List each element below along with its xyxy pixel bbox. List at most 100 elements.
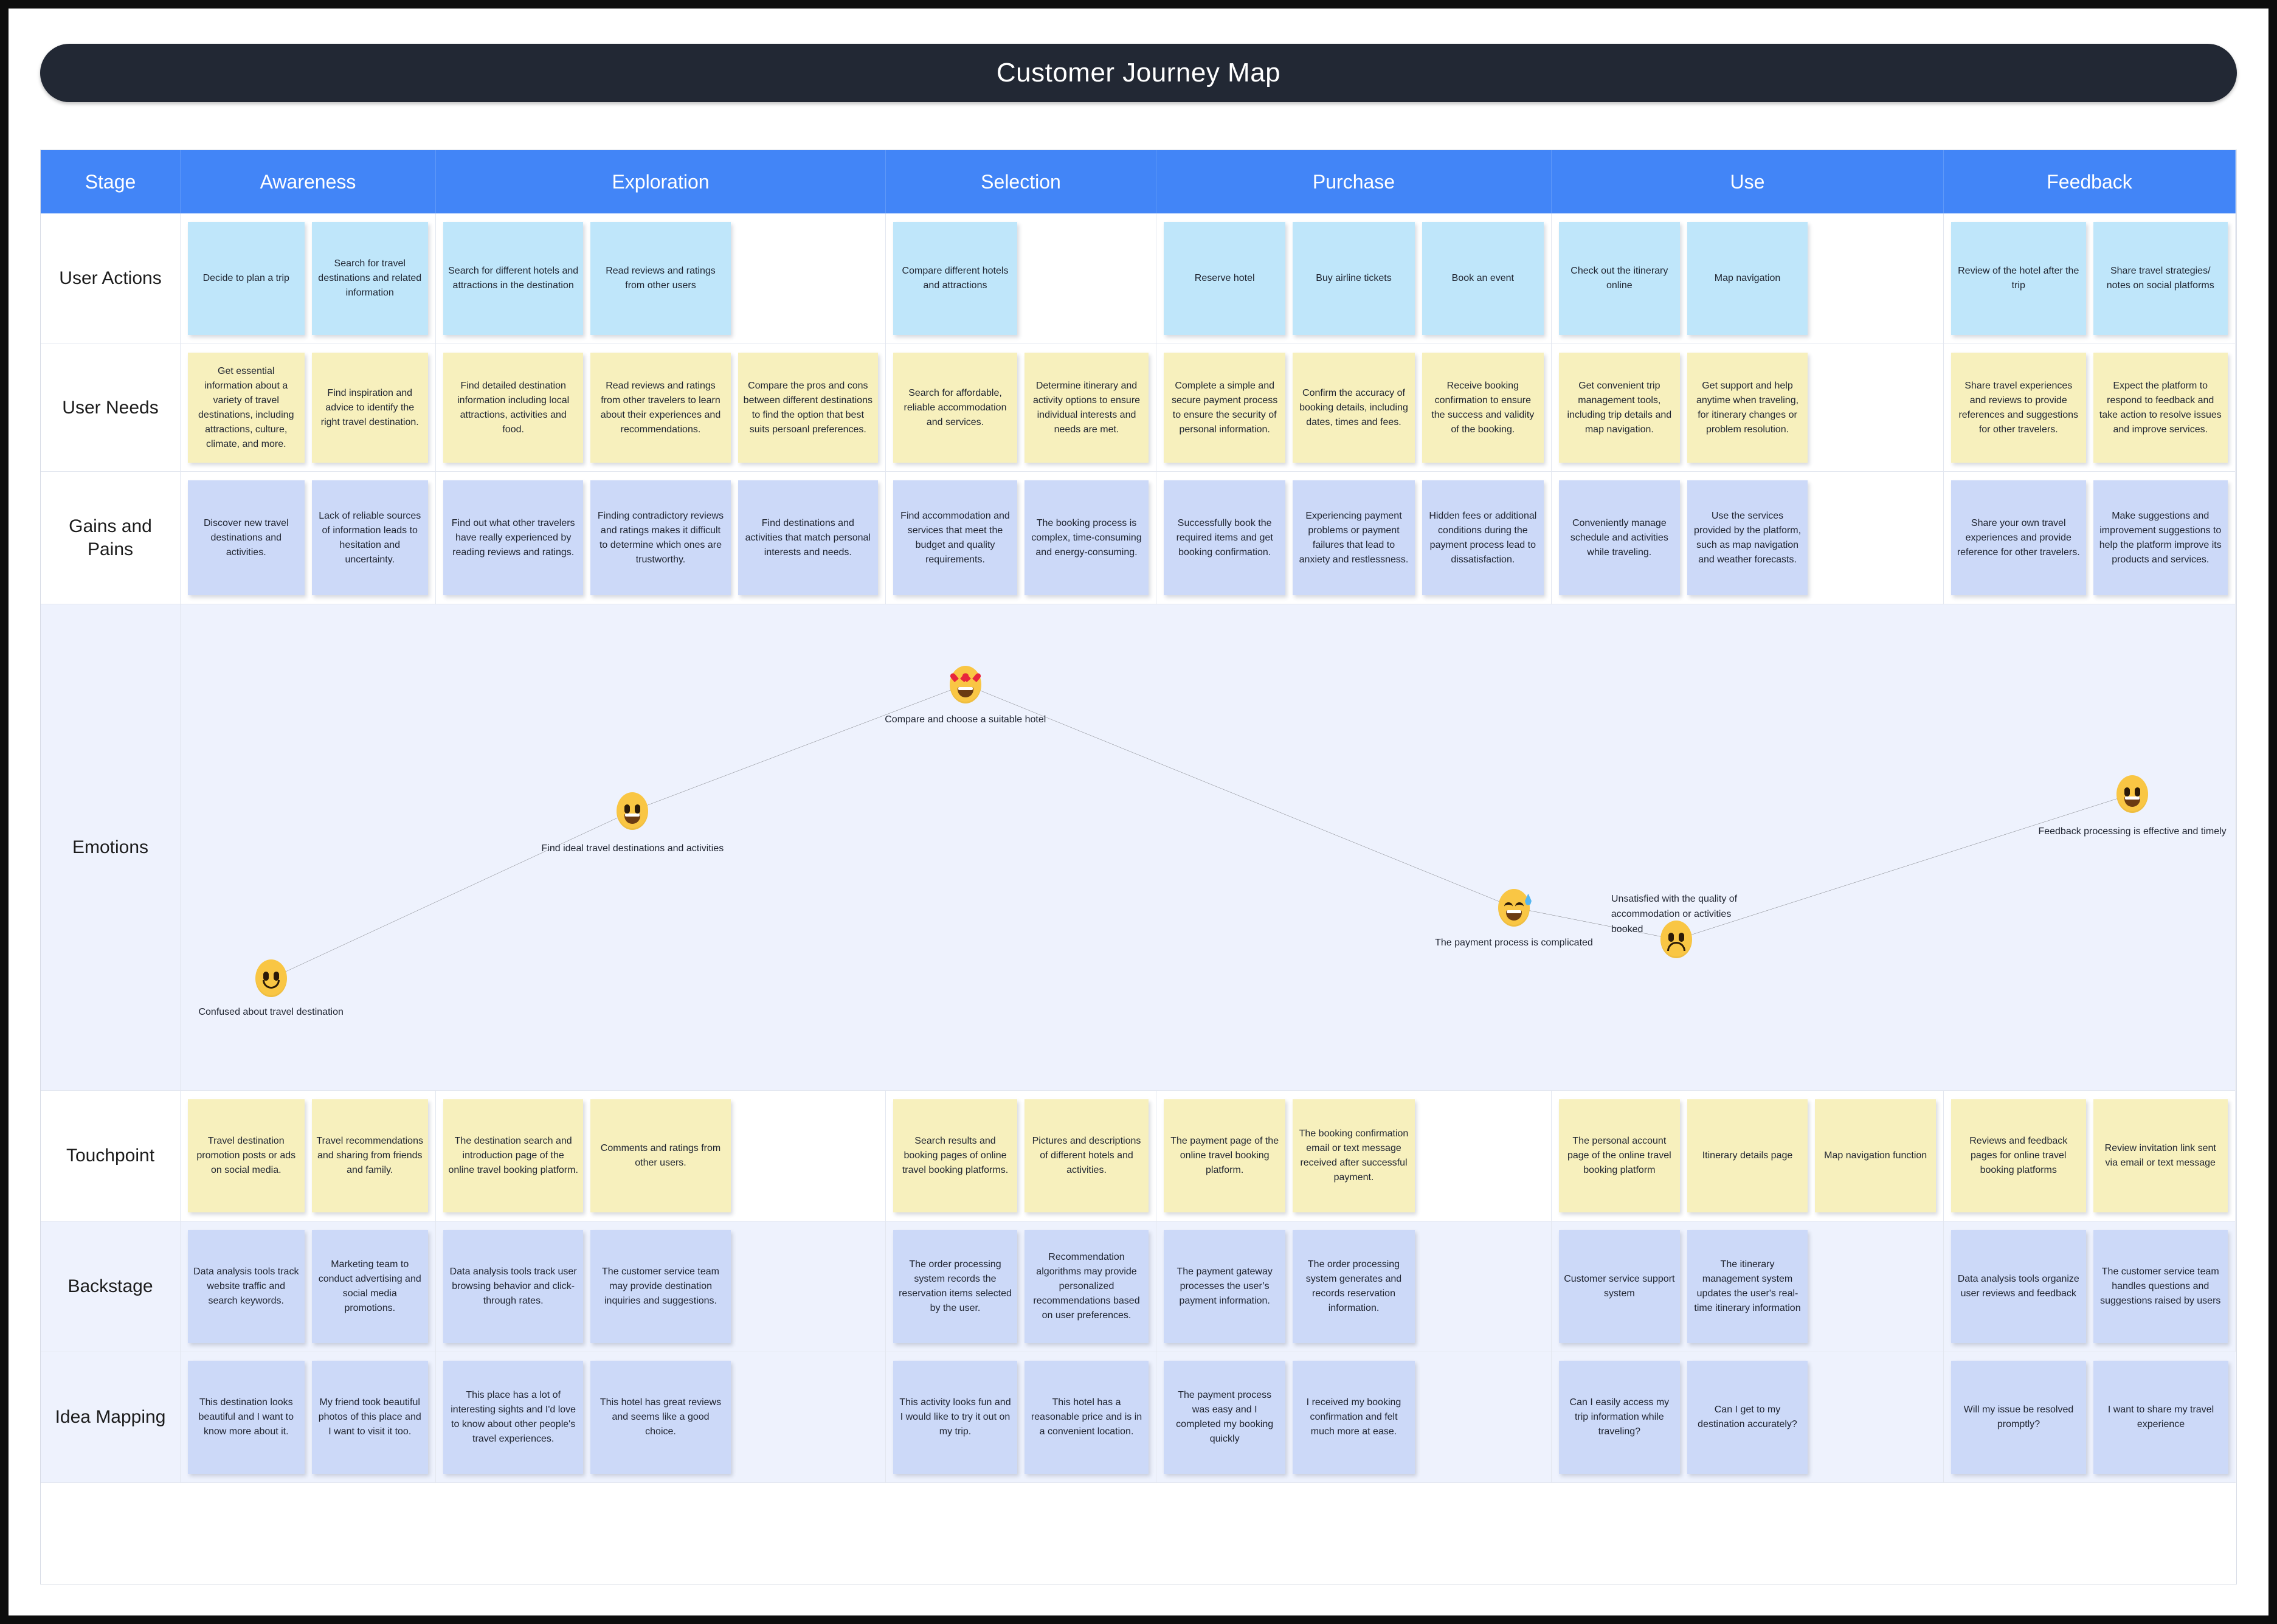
sticky-note[interactable]: Get support and help anytime when travel…: [1687, 353, 1808, 463]
sticky-note[interactable]: The destination search and introduction …: [443, 1099, 584, 1212]
column-header-purchase[interactable]: Purchase: [1156, 150, 1552, 213]
sticky-note[interactable]: Data analysis tools track website traffi…: [188, 1230, 305, 1343]
sticky-note[interactable]: Complete a simple and secure payment pro…: [1164, 353, 1286, 463]
sticky-note[interactable]: Itinerary details page: [1687, 1099, 1808, 1212]
sticky-note-empty: [1422, 1099, 1544, 1212]
sticky-note[interactable]: Find out what other travelers have reall…: [443, 480, 584, 595]
emotion-point[interactable]: The payment process is complicated: [1435, 888, 1593, 948]
sticky-note[interactable]: The customer service team handles questi…: [2093, 1230, 2228, 1343]
sticky-note[interactable]: Travel recommendations and sharing from …: [311, 1099, 428, 1212]
sticky-note[interactable]: Receive booking confirmation to ensure t…: [1422, 353, 1544, 463]
emotion-curve: Confused about travel destination Find id…: [181, 604, 2235, 1090]
sticky-note[interactable]: This destination looks beautiful and I w…: [188, 1361, 305, 1474]
sticky-note[interactable]: The order processing system records the …: [893, 1230, 1017, 1343]
sticky-note[interactable]: Data analysis tools track user browsing …: [443, 1230, 584, 1343]
sticky-note[interactable]: Check out the itinerary online: [1559, 222, 1680, 335]
sticky-note[interactable]: Share your own travel experiences and pr…: [1951, 480, 2086, 595]
sticky-note-text: Buy airline tickets: [1316, 273, 1392, 283]
sticky-note[interactable]: This activity looks fun and I would like…: [893, 1361, 1017, 1474]
sticky-note[interactable]: Get convenient trip management tools, in…: [1559, 353, 1680, 463]
sticky-note[interactable]: Search for affordable, reliable accommod…: [893, 353, 1017, 463]
sticky-note[interactable]: The payment process was easy and I compl…: [1164, 1361, 1286, 1474]
column-header-stage[interactable]: Stage: [41, 150, 181, 213]
sticky-note[interactable]: Reviews and feedback pages for online tr…: [1951, 1099, 2086, 1212]
sticky-note[interactable]: I want to share my travel experience: [2093, 1361, 2228, 1474]
sticky-note[interactable]: Experiencing payment problems or payment…: [1293, 480, 1415, 595]
sticky-note[interactable]: The booking confirmation email or text m…: [1293, 1099, 1415, 1212]
emotion-point[interactable]: Unsatisfied with the quality of accommod…: [1611, 894, 1737, 959]
sticky-note[interactable]: The personal account page of the online …: [1559, 1099, 1680, 1212]
column-header-exploration[interactable]: Exploration: [436, 150, 886, 213]
sticky-note[interactable]: Decide to plan a trip: [188, 222, 305, 335]
column-header-awareness[interactable]: Awareness: [181, 150, 436, 213]
sticky-note[interactable]: Discover new travel destinations and act…: [188, 480, 305, 595]
sticky-note[interactable]: Find inspiration and advice to identify …: [311, 353, 428, 463]
sticky-note[interactable]: Review invitation link sent via email or…: [2093, 1099, 2228, 1212]
sticky-note[interactable]: Find accommodation and services that mee…: [893, 480, 1017, 595]
sticky-note[interactable]: Finding contradictory reviews and rating…: [590, 480, 731, 595]
sticky-note[interactable]: Use the services provided by the platfor…: [1687, 480, 1808, 595]
sticky-note[interactable]: Comments and ratings from other users.: [590, 1099, 731, 1212]
column-header-feedback[interactable]: Feedback: [1944, 150, 2236, 213]
sweat-grin-icon: [1498, 888, 1532, 927]
sticky-note[interactable]: Compare the pros and cons between differ…: [738, 353, 878, 463]
sticky-note[interactable]: The itinerary management system updates …: [1687, 1230, 1808, 1343]
sticky-note[interactable]: Will my issue be resolved promptly?: [1951, 1361, 2086, 1474]
sticky-note[interactable]: Successfully book the required items and…: [1164, 480, 1286, 595]
sticky-note[interactable]: The booking process is complex, time-con…: [1024, 480, 1149, 595]
sticky-note[interactable]: Can I easily access my trip information …: [1559, 1361, 1680, 1474]
sticky-note[interactable]: I received my booking confirmation and f…: [1293, 1361, 1415, 1474]
sticky-note[interactable]: The payment gateway processes the user’s…: [1164, 1230, 1286, 1343]
sticky-note[interactable]: Search results and booking pages of onli…: [893, 1099, 1017, 1212]
sticky-note[interactable]: Find destinations and activities that ma…: [738, 480, 878, 595]
column-header-selection[interactable]: Selection: [886, 150, 1156, 213]
sticky-note[interactable]: The customer service team may provide de…: [590, 1230, 731, 1343]
sticky-note[interactable]: Share travel experiences and reviews to …: [1951, 353, 2086, 463]
sticky-note[interactable]: Map navigation function: [1815, 1099, 1937, 1212]
sticky-note[interactable]: Compare different hotels and attractions: [893, 222, 1017, 335]
sticky-note[interactable]: The payment page of the online travel bo…: [1164, 1099, 1286, 1212]
sticky-note-text: The personal account page of the online …: [1567, 1136, 1671, 1175]
sticky-note[interactable]: Conveniently manage schedule and activit…: [1559, 480, 1680, 595]
sticky-note[interactable]: This hotel has a reasonable price and is…: [1024, 1361, 1149, 1474]
sticky-note[interactable]: This place has a lot of interesting sigh…: [443, 1361, 584, 1474]
emotion-point[interactable]: Find ideal travel destinations and activ…: [542, 792, 724, 854]
sticky-note[interactable]: Confirm the accuracy of booking details,…: [1293, 353, 1415, 463]
sticky-note[interactable]: Recommendation algorithms may provide pe…: [1024, 1230, 1149, 1343]
emotion-line: [181, 604, 2235, 1090]
sticky-note[interactable]: Read reviews and ratings from other user…: [590, 222, 731, 335]
column-header-use[interactable]: Use: [1552, 150, 1944, 213]
cell-1-4: Get convenient trip management tools, in…: [1552, 344, 1944, 472]
sticky-note[interactable]: Can I get to my destination accurately?: [1687, 1361, 1808, 1474]
sticky-note[interactable]: Data analysis tools organize user review…: [1951, 1230, 2086, 1343]
sticky-note-empty: [738, 1361, 878, 1474]
sticky-note[interactable]: Share travel strategies/ notes on social…: [2093, 222, 2228, 335]
sticky-note-text: The payment gateway processes the user’s…: [1177, 1266, 1273, 1306]
sticky-note[interactable]: Determine itinerary and activity options…: [1024, 353, 1149, 463]
sticky-note[interactable]: Pictures and descriptions of different h…: [1024, 1099, 1149, 1212]
sticky-note[interactable]: Map navigation: [1687, 222, 1808, 335]
sticky-note[interactable]: Reserve hotel: [1164, 222, 1286, 335]
sticky-note[interactable]: Expect the platform to respond to feedba…: [2093, 353, 2228, 463]
sticky-note[interactable]: Find detailed destination information in…: [443, 353, 584, 463]
emotion-point[interactable]: Confused about travel destination: [198, 959, 344, 1017]
sticky-note[interactable]: Search for different hotels and attracti…: [443, 222, 584, 335]
sticky-note[interactable]: Make suggestions and improvement suggest…: [2093, 480, 2228, 595]
sticky-note[interactable]: Get essential information about a variet…: [188, 353, 305, 463]
sticky-note[interactable]: Search for travel destinations and relat…: [311, 222, 428, 335]
sticky-note[interactable]: This hotel has great reviews and seems l…: [590, 1361, 731, 1474]
emotion-point[interactable]: Compare and choose a suitable hotel: [885, 665, 1046, 725]
sticky-note[interactable]: Book an event: [1422, 222, 1544, 335]
sticky-note[interactable]: Buy airline tickets: [1293, 222, 1415, 335]
sticky-note[interactable]: Marketing team to conduct advertising an…: [311, 1230, 428, 1343]
sticky-note[interactable]: Lack of reliable sources of information …: [311, 480, 428, 595]
sticky-note[interactable]: Read reviews and ratings from other trav…: [590, 353, 731, 463]
sticky-note[interactable]: Travel destination promotion posts or ad…: [188, 1099, 305, 1212]
sticky-note[interactable]: Customer service support system: [1559, 1230, 1680, 1343]
sticky-note[interactable]: Review of the hotel after the trip: [1951, 222, 2086, 335]
sticky-note[interactable]: The order processing system generates an…: [1293, 1230, 1415, 1343]
sticky-note[interactable]: My friend took beautiful photos of this …: [311, 1361, 428, 1474]
sticky-note[interactable]: Hidden fees or additional conditions dur…: [1422, 480, 1544, 595]
emotion-point[interactable]: Feedback processing is effective and tim…: [2038, 775, 2227, 837]
